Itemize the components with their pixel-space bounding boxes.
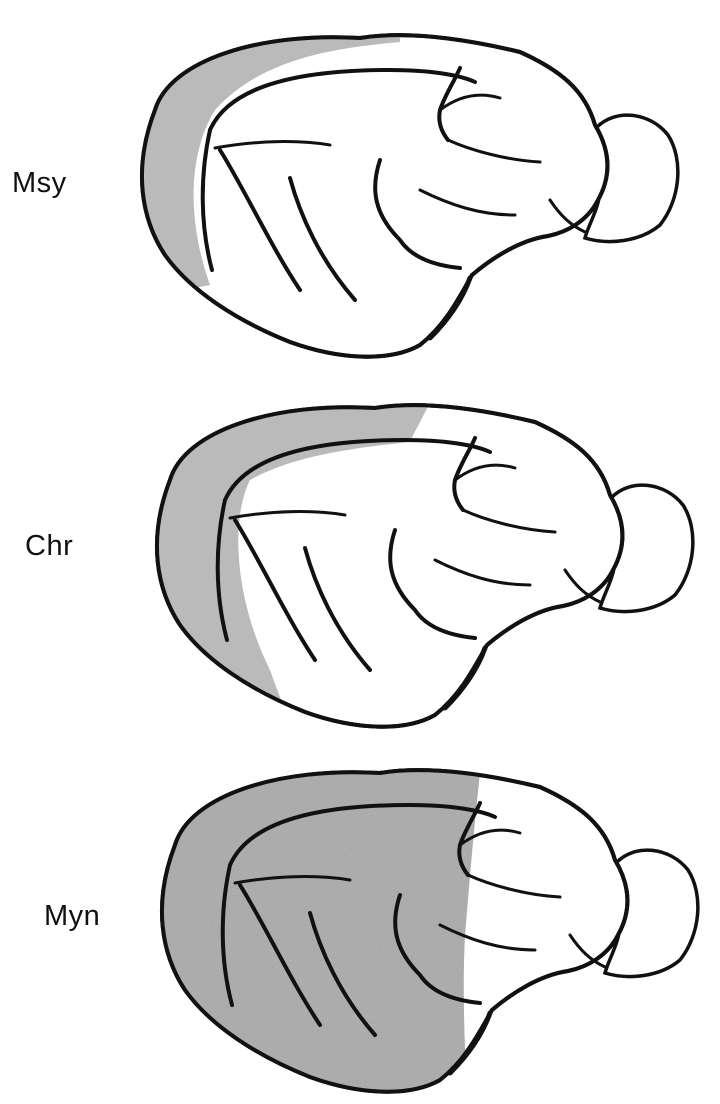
brain-panel-myn <box>159 768 700 1094</box>
panel-label-chr: Chr <box>25 530 74 562</box>
panel-label-msy: Msy <box>12 167 67 199</box>
brain-panel-chr <box>154 403 695 729</box>
panel-label-myn: Myn <box>44 900 101 932</box>
brain-panel-msy <box>139 33 680 359</box>
